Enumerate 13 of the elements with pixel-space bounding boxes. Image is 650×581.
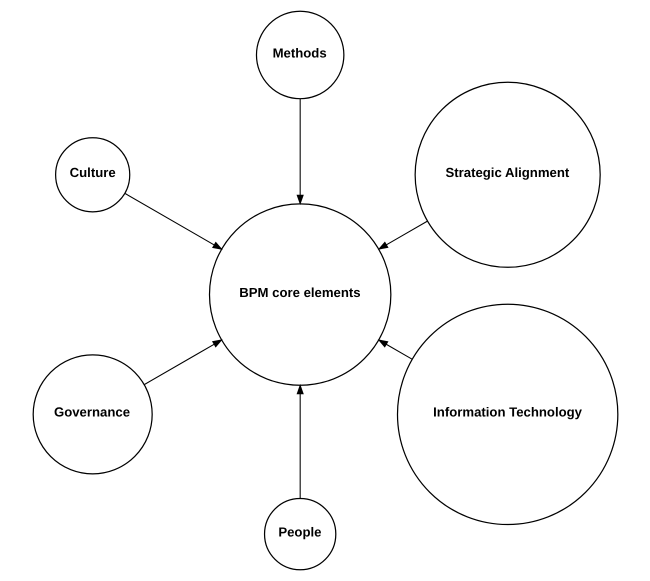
node-circle: Strategic Alignment (414, 82, 600, 268)
arrow (296, 384, 304, 499)
arrow (377, 339, 412, 360)
node-circle: People (263, 498, 336, 570)
arrow (143, 339, 222, 386)
node-circle: Information Technology (396, 304, 618, 526)
node-circle: Methods (255, 10, 344, 100)
arrow (377, 220, 428, 250)
node-circle: BPM core elements (208, 203, 391, 386)
node-circle: Governance (32, 354, 152, 474)
arrow (296, 98, 304, 206)
arrow (124, 193, 222, 250)
node-circle: Culture (54, 137, 130, 212)
